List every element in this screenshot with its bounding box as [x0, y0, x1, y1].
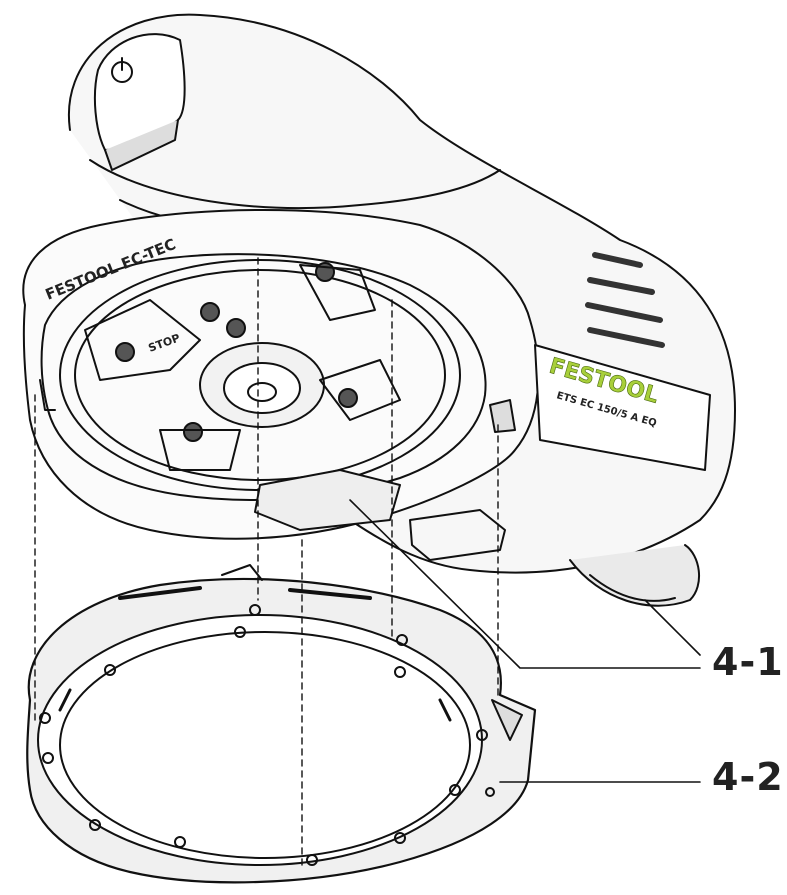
part-label-4-2: 4-2 [712, 755, 784, 799]
model-label-plate [534, 344, 711, 471]
power-icon [111, 57, 133, 83]
protection-ring [26, 564, 537, 884]
power-switch [93, 33, 186, 171]
alignment-lines [34, 257, 499, 871]
leader-lines [349, 499, 701, 783]
part-label-4-1: 4-1 [712, 640, 784, 684]
sander-base [22, 209, 540, 561]
